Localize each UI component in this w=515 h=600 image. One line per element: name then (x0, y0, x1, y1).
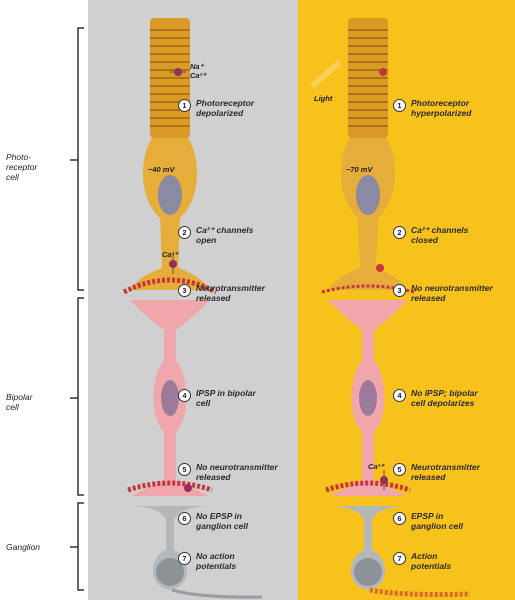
light-step-6-text: EPSP in ganglion cell (411, 511, 463, 531)
dark-step-2-number: 2 (178, 226, 191, 239)
light-ca-label: Ca²⁺ (368, 462, 384, 471)
dark-ion-label: Na⁺ Ca²⁺ (190, 62, 206, 80)
light-step-7-text: Action potentials (411, 551, 451, 571)
dark-step-6-number: 6 (178, 512, 191, 525)
dark-step-1-number: 1 (178, 99, 191, 112)
dark-step-1-text: Photoreceptor depolarized (196, 98, 254, 118)
light-step-4-number: 4 (393, 389, 406, 402)
dark-step-7-number: 7 (178, 552, 191, 565)
ganglion-label: Ganglion (6, 542, 40, 552)
bipolar-bracket (70, 298, 84, 495)
dark-step-4-number: 4 (178, 389, 191, 402)
dark-step-4-text: IPSP in bipolar cell (196, 388, 256, 408)
dark-step-6-text: No EPSP in ganglion cell (196, 511, 248, 531)
light-step-4-text: No IPSP; bipolar cell depolarizes (411, 388, 478, 408)
bipolar-cell-label: Bipolar cell (6, 392, 32, 412)
light-label: Light (314, 94, 332, 103)
dark-step-7-text: No action potentials (196, 551, 236, 571)
photoreceptor-bracket (70, 28, 84, 290)
dark-step-5-number: 5 (178, 463, 191, 476)
light-step-3-number: 3 (393, 284, 406, 297)
light-step-3-text: No neurotransmitter released (411, 283, 493, 303)
photoreceptor-cell-label: Photo- receptor cell (6, 152, 37, 182)
dark-step-3-number: 3 (178, 284, 191, 297)
light-photoreceptor (312, 18, 414, 292)
light-step-7-number: 7 (393, 552, 406, 565)
light-voltage-label: −70 mV (346, 165, 372, 174)
dark-step-3-text: Neurotransmitter released (196, 283, 265, 303)
light-step-5-text: Neurotransmitter released (411, 462, 480, 482)
dark-ca-label: Ca²⁺ (162, 250, 178, 259)
dark-step-2-text: Ca²⁺ channels open (196, 225, 253, 245)
dark-step-5-text: No neurotransmitter released (196, 462, 278, 482)
light-step-2-number: 2 (393, 226, 406, 239)
ganglion-bracket (70, 503, 84, 590)
light-step-6-number: 6 (393, 512, 406, 525)
dark-voltage-label: −40 mV (148, 165, 174, 174)
light-step-1-text: Photoreceptor hyperpolarized (411, 98, 471, 118)
light-step-1-number: 1 (393, 99, 406, 112)
light-step-5-number: 5 (393, 463, 406, 476)
light-step-2-text: Ca²⁺ channels closed (411, 225, 468, 245)
